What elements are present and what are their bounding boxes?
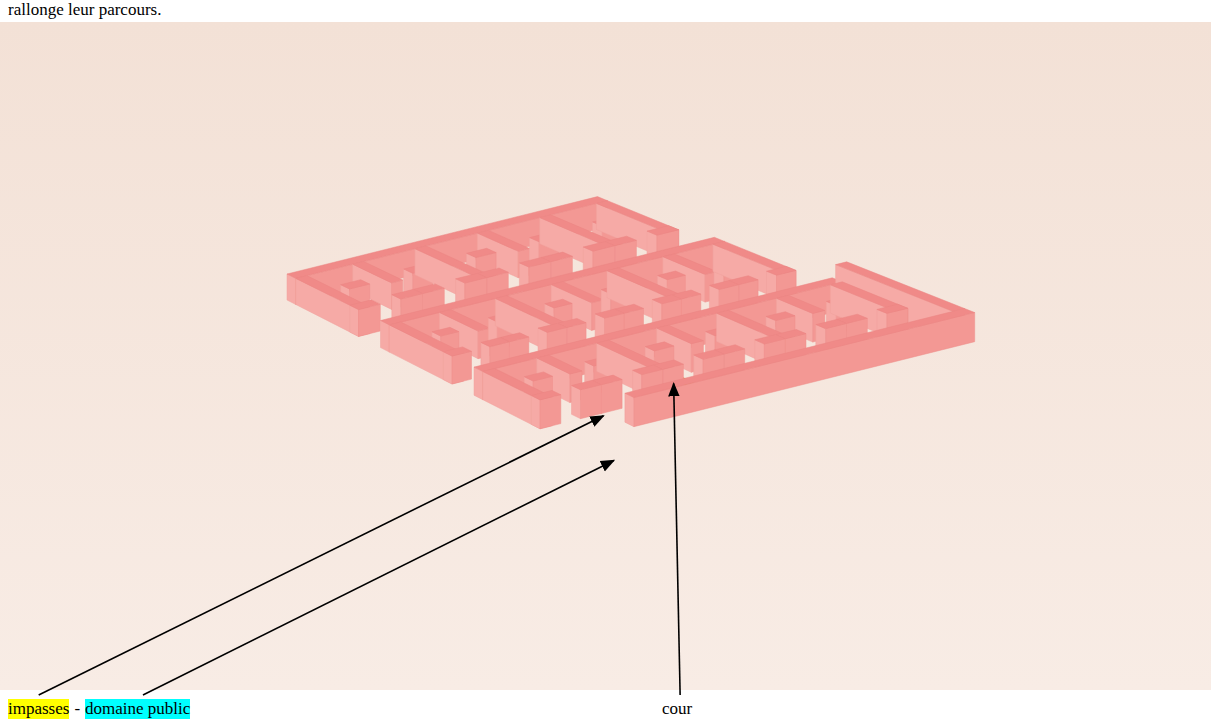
wall-top — [647, 226, 679, 236]
wall-top — [767, 266, 797, 275]
wall-top — [443, 347, 471, 356]
wall-side — [531, 396, 540, 429]
ground-plane — [0, 22, 1211, 690]
wall-side — [443, 352, 452, 384]
wall-top — [776, 295, 824, 313]
wall-top — [551, 282, 603, 303]
wall-top — [350, 300, 381, 310]
wall-top — [595, 309, 624, 318]
wall-top — [341, 280, 370, 289]
wall-top — [645, 342, 674, 351]
wall-block — [625, 309, 975, 427]
wall-top — [467, 248, 497, 257]
label-row: impasses-domaine public — [8, 699, 190, 719]
wall-top — [537, 355, 582, 374]
wall-top — [477, 230, 529, 251]
wall-top — [524, 372, 552, 381]
wall-block — [350, 300, 381, 337]
leader-arrow — [674, 383, 680, 695]
wall-top — [531, 390, 561, 400]
wall-front — [634, 313, 975, 427]
body-text: rallonge leur parcours. — [8, 0, 161, 20]
callout-label: cour — [662, 699, 692, 719]
wall-side — [625, 393, 634, 427]
wall-front — [540, 395, 561, 429]
callout-label: domaine public — [85, 699, 190, 719]
wall-front — [601, 380, 622, 414]
wall-block — [531, 390, 561, 428]
wall-top — [816, 319, 847, 328]
wall-top — [694, 350, 724, 359]
wall-top — [392, 289, 423, 299]
wall-top — [658, 271, 686, 280]
leader-arrow — [143, 460, 614, 695]
leader-arrow — [39, 416, 604, 695]
wall-top — [572, 380, 602, 390]
wall-top — [545, 299, 572, 308]
wall-top — [481, 338, 509, 347]
wall-top — [519, 258, 550, 268]
wall-top — [625, 309, 975, 398]
wall-side — [350, 305, 359, 336]
wall-top — [633, 365, 663, 375]
callout-label: - — [74, 699, 80, 719]
wall-side — [381, 321, 390, 353]
wall-top — [755, 335, 785, 344]
maze-walls — [287, 197, 975, 429]
wall-block — [443, 347, 471, 384]
wall-top — [877, 304, 908, 313]
wall-block — [572, 380, 602, 418]
wall-top — [657, 325, 704, 344]
wall-side — [287, 274, 296, 305]
wall-front — [581, 385, 602, 419]
wall-top — [663, 254, 717, 275]
wall-top — [583, 242, 615, 252]
callout-label: impasses — [8, 699, 69, 719]
wall-front — [452, 351, 472, 384]
wall-top — [766, 312, 795, 321]
wall-side — [572, 386, 581, 419]
wall-top — [432, 327, 459, 336]
leader-lines — [39, 383, 680, 695]
wall-top — [709, 281, 738, 290]
wall-side — [474, 367, 483, 400]
wall-top — [652, 295, 681, 304]
wall-top — [538, 323, 567, 332]
wall-top — [456, 273, 487, 283]
